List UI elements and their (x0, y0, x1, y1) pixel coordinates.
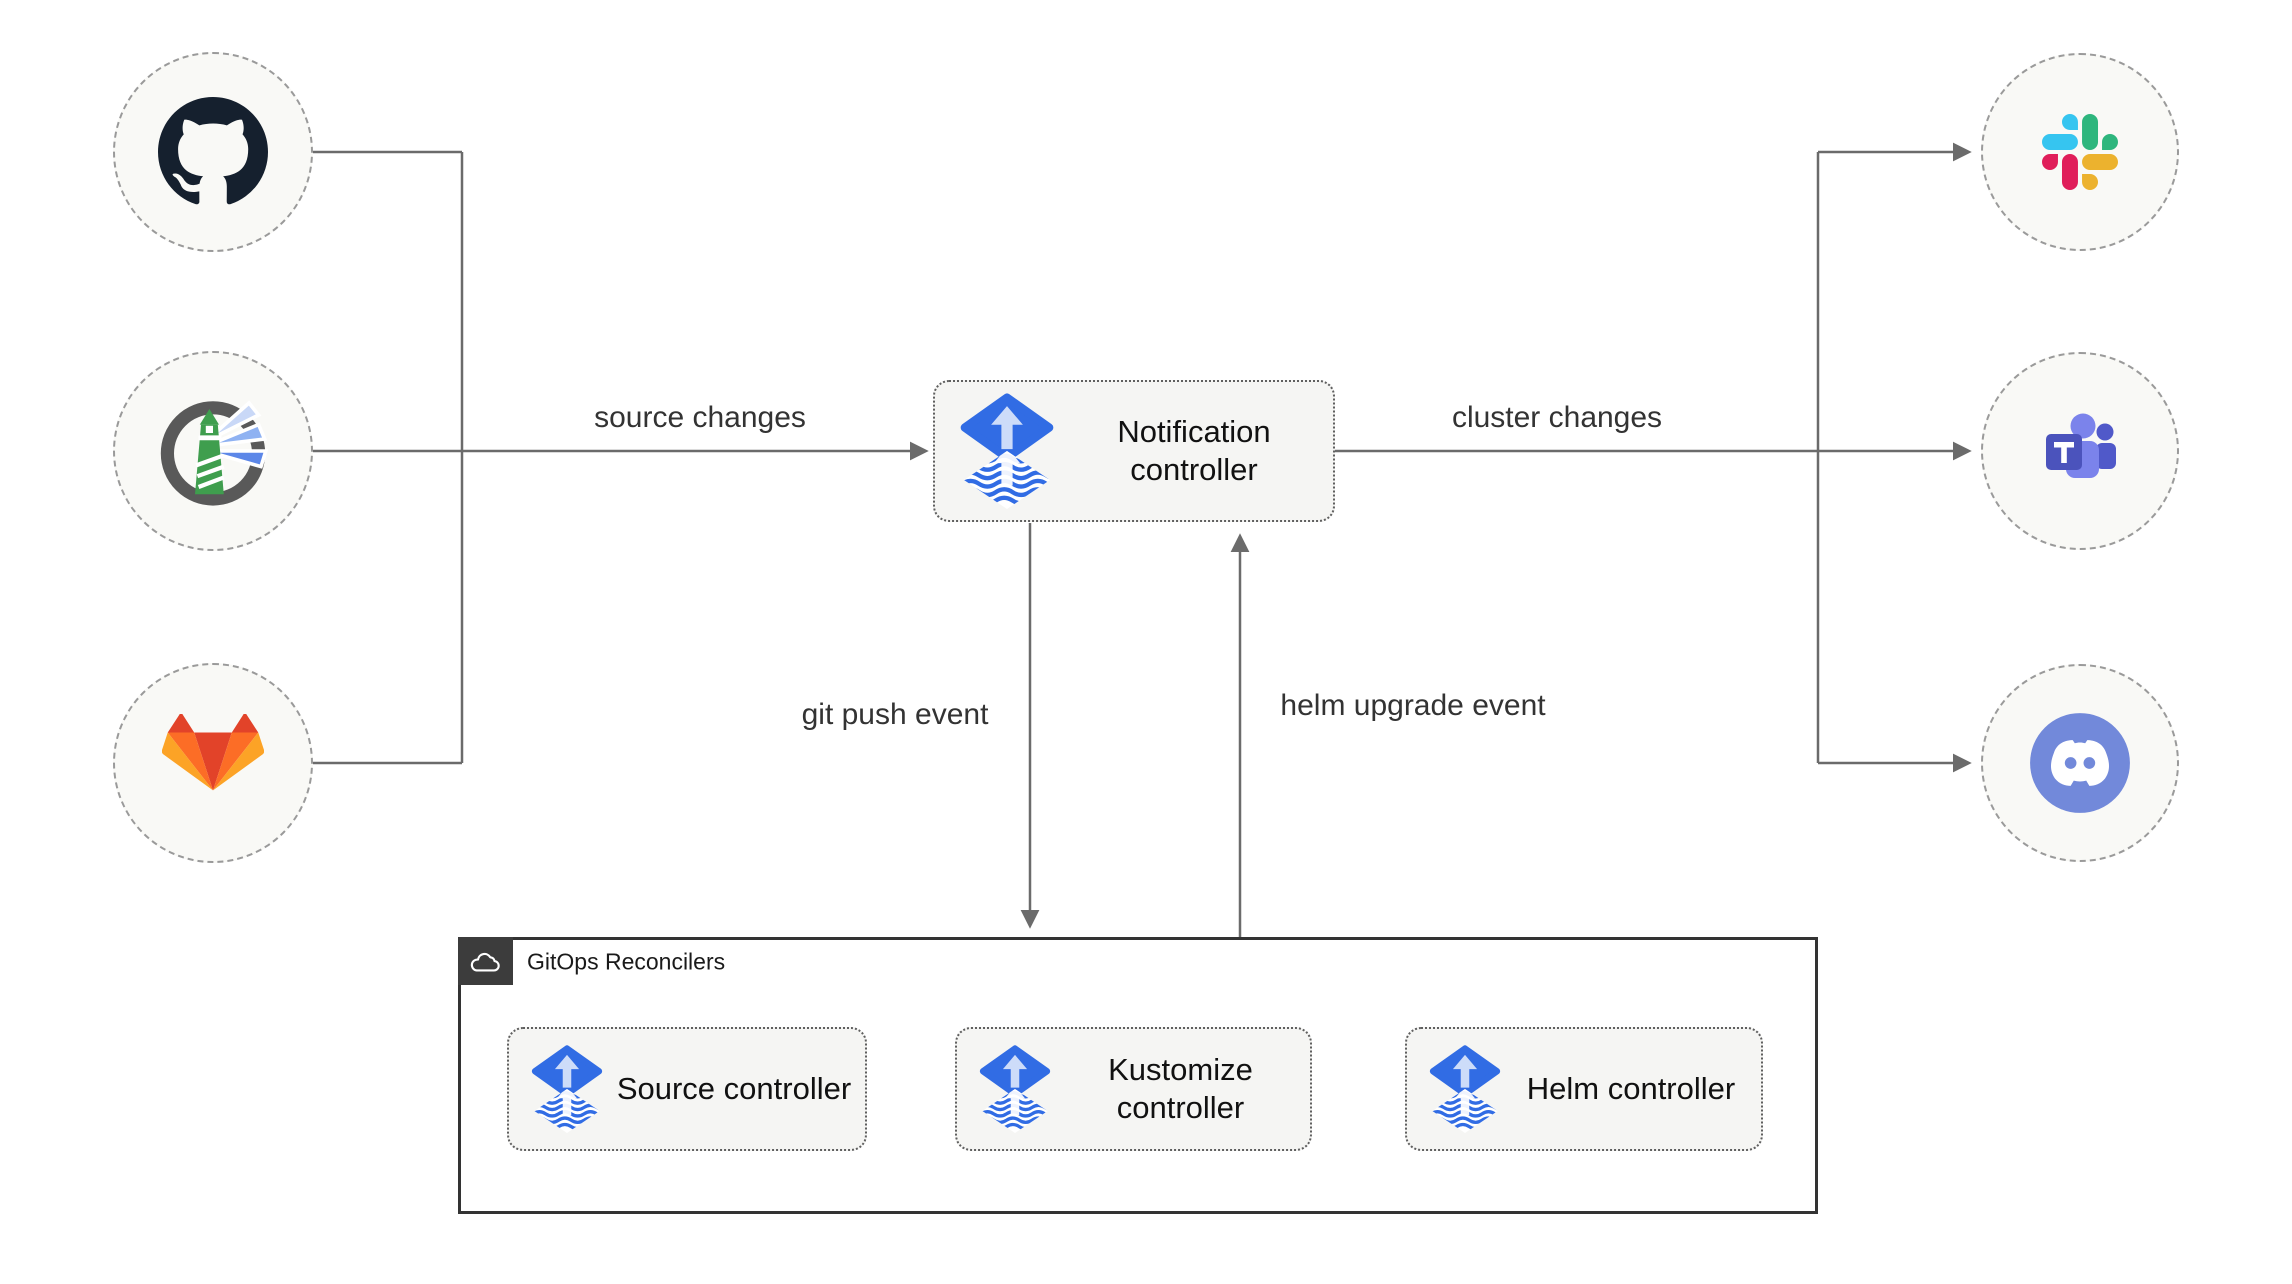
node-label: Source controller (616, 1071, 852, 1107)
microsoft-teams-icon (2030, 401, 2130, 501)
flux-icon (979, 1045, 1051, 1133)
edge-label-helm-upgrade-event: helm upgrade event (1274, 689, 1552, 723)
gitops-reconcilers-badge (458, 937, 513, 985)
node-source-controller: Source controller (507, 1027, 867, 1151)
endpoint-github (113, 52, 313, 252)
edge-label-cluster-changes: cluster changes (1445, 401, 1669, 435)
discord-icon (2028, 711, 2132, 815)
harbor-icon (153, 391, 273, 511)
endpoint-harbor (113, 351, 313, 551)
flux-icon (959, 393, 1055, 509)
endpoint-discord (1981, 664, 2179, 862)
node-helm-controller: Helm controller (1405, 1027, 1763, 1151)
endpoint-microsoft-teams (1981, 352, 2179, 550)
edge-label-source-changes: source changes (588, 401, 812, 435)
flux-icon (531, 1045, 603, 1133)
cloud-icon (467, 946, 505, 977)
flux-icon (1429, 1045, 1501, 1133)
endpoint-gitlab (113, 663, 313, 863)
node-kustomize-controller: Kustomize controller (955, 1027, 1312, 1151)
node-label: Notification controller (1117, 414, 1271, 487)
endpoint-slack (1981, 53, 2179, 251)
node-label: Helm controller (1526, 1071, 1736, 1107)
slack-icon (2042, 114, 2118, 190)
node-label: Kustomize controller (1108, 1052, 1253, 1125)
edge-label-git-push-event: git push event (795, 698, 995, 732)
node-notification-controller: Notification controller (933, 380, 1335, 522)
github-icon (158, 97, 268, 207)
gitops-reconcilers-title: GitOps Reconcilers (527, 948, 726, 975)
gitlab-icon (162, 714, 264, 812)
